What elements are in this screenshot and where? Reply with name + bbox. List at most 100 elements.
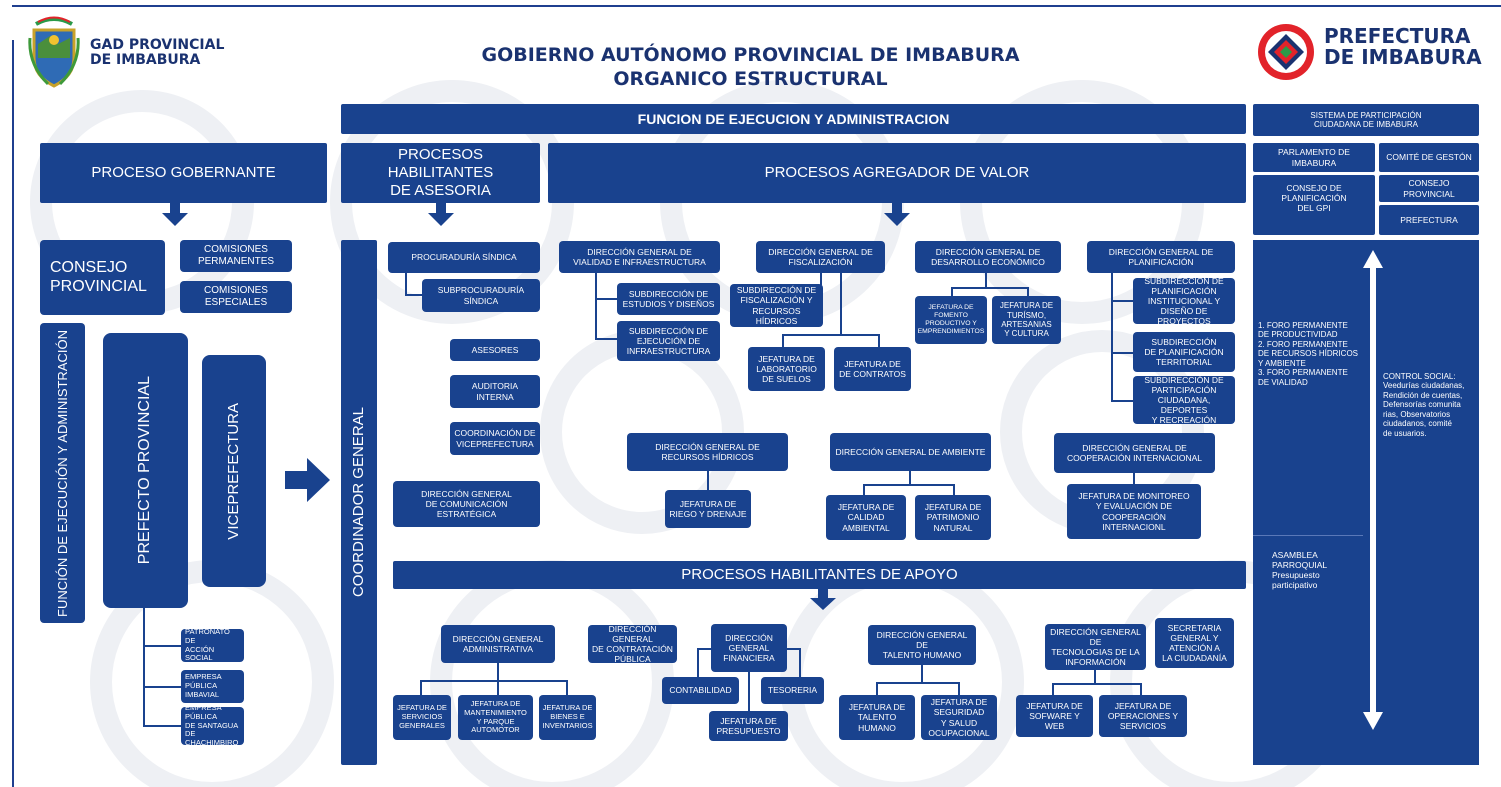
left-logo-text: GAD PROVINCIAL DE IMBABURA: [90, 37, 225, 68]
comisiones-permanentes-box: COMISIONES PERMANENTES: [180, 240, 292, 272]
procesos-asesoria-header: PROCESOS HABILITANTES DE ASESORIA: [341, 143, 540, 203]
funcion-ejecucion-vertical-box: FUNCIÓN DE EJECUCIÓN Y ADMINISTRACIÓN: [40, 323, 85, 623]
connector-line: [878, 334, 880, 348]
consejo-provincial-side-box: CONSEJO PROVINCIAL: [1379, 175, 1479, 202]
connector-line: [1111, 273, 1113, 401]
sub-plan-inst-box: SUBDIRECCIÓN DE PLANIFICACIÓN INSTITUCIO…: [1133, 276, 1235, 326]
connector-line: [1027, 287, 1029, 297]
frame-top-line: [12, 5, 1501, 7]
prefectura-side-box: PREFECTURA: [1379, 205, 1479, 235]
connector-line: [697, 648, 711, 650]
connector-line: [840, 273, 842, 335]
connector-line: [951, 287, 953, 297]
ambiente-box: DIRECCIÓN GENERAL DE AMBIENTE: [830, 433, 991, 471]
connector-line: [782, 334, 880, 336]
connector-line: [953, 484, 955, 496]
connector-line: [420, 680, 568, 682]
comite-gestion-box: COMITÉ DE GESTÓN: [1379, 143, 1479, 172]
consejo-planificacion-box: CONSEJO DE PLANIFICACIÓN DEL GPI: [1253, 175, 1375, 235]
funcion-ejecucion-vertical-label: FUNCIÓN DE EJECUCIÓN Y ADMINISTRACIÓN: [54, 329, 70, 617]
page-title: GOBIERNO AUTÓNOMO PROVINCIAL DE IMBABURA: [481, 44, 1020, 66]
connector-line: [909, 471, 911, 485]
contratacion-box: DIRECCIÓN GENERAL DE CONTRATACIÓN PÚBLIC…: [588, 624, 677, 664]
connector-line: [1111, 300, 1134, 302]
jef-patrimonio-box: JEFATURA DE PATRIMONIO NATURAL: [915, 495, 991, 540]
panel-divider: [1253, 535, 1363, 536]
down-arrow-icon: [162, 203, 188, 226]
sistema-participacion-box: SISTEMA DE PARTICIPACIÓN CIUDADANA DE IM…: [1253, 104, 1479, 136]
jef-operaciones-box: JEFATURA DE OPERACIONES Y SERVICIOS: [1099, 695, 1187, 737]
cooperacion-box: DIRECCIÓN GENERAL DE COOPERACIÓN INTERNA…: [1054, 433, 1215, 473]
administrativa-box: DIRECCIÓN GENERAL ADMINISTRATIVA: [441, 625, 555, 663]
coordinacion-vice-box: COORDINACIÓN DE VICEPREFECTURA: [450, 422, 540, 455]
connector-line: [497, 680, 499, 696]
connector-line: [595, 298, 617, 300]
patronato-box: PATRONATO DE ACCIÓN SOCIAL: [181, 627, 244, 662]
foros-text: 1. FORO PERMANENTE DE PRODUCTIVIDAD 2. F…: [1258, 321, 1359, 387]
down-arrow-icon: [884, 203, 910, 226]
connector-line: [863, 484, 955, 486]
frame-left-line: [12, 40, 14, 787]
prefecto-provincial-box: PREFECTO PROVINCIAL: [103, 333, 188, 608]
prefectura-logo-icon: [1256, 22, 1316, 82]
asesores-box: ASESORES: [450, 339, 540, 361]
connector-line: [951, 287, 1029, 289]
jef-software-box: JEFATURA DE SOFWARE Y WEB: [1016, 695, 1093, 737]
coat-of-arms-logo: [28, 14, 80, 90]
planificacion-box: DIRECCIÓN GENERAL DE PLANIFICACIÓN: [1087, 241, 1235, 273]
down-arrow-icon: [810, 589, 836, 610]
sub-participacion-box: SUBDIRECCIÓN DE PARTICIPACIÓN CIUDADANA,…: [1133, 375, 1235, 425]
desarrollo-box: DIRECCIÓN GENERAL DE DESARROLLO ECONÓMIC…: [915, 241, 1061, 273]
fiscalizacion-box: DIRECCIÓN GENERAL DE FISCALIZACIÓN: [756, 241, 885, 273]
jef-calidad-box: JEFATURA DE CALIDAD AMBIENTAL: [826, 495, 906, 540]
connector-line: [958, 682, 960, 696]
chachimbiro-box: EMPRESA PÚBLICA DE SANTAGUA DE CHACHIMBI…: [181, 703, 244, 747]
procuraduria-box: PROCURADURÍA SÍNDICA: [388, 242, 540, 273]
sub-fiscalizacion-box: SUBDIRECCIÓN DE FISCALIZACIÓN Y RECURSOS…: [730, 284, 823, 327]
connector-line: [566, 680, 568, 696]
financiera-box: DIRECCIÓN GENERAL FINANCIERA: [711, 624, 787, 672]
sub-estudios-box: SUBDIRECCIÓN DE ESTUDIOS Y DISEÑOS: [617, 283, 720, 315]
page-subtitle: ORGANICO ESTRUCTURAL: [613, 68, 888, 90]
connector-line: [748, 672, 750, 712]
connector-line: [405, 273, 407, 295]
right-arrow-icon: [285, 458, 330, 502]
connector-line: [595, 273, 597, 339]
connector-line: [1111, 352, 1134, 354]
connector-line: [143, 725, 181, 727]
jef-fomento-box: JEFATURA DE FOMENTO PRODUCTIVO Y EMPREND…: [915, 296, 987, 344]
connector-line: [697, 648, 699, 678]
connector-line: [799, 648, 801, 678]
coordinador-general-box: COORDINADOR GENERAL: [341, 240, 377, 765]
consejo-provincial-box: CONSEJO PROVINCIAL: [40, 240, 165, 315]
connector-line: [405, 294, 423, 296]
jef-talento-box: JEFATURA DE TALENTO HUMANO: [839, 695, 915, 740]
connector-line: [921, 665, 923, 683]
viceprefectura-label: VICEPREFECTURA: [225, 402, 243, 540]
asamblea-text: ASAMBLEA PARROQUIAL Presupuesto particip…: [1272, 550, 1328, 591]
connector-line: [595, 338, 617, 340]
prefecto-provincial-label: PREFECTO PROVINCIAL: [136, 376, 154, 565]
connector-line: [985, 273, 987, 288]
connector-line: [497, 663, 499, 681]
sub-ejecucion-box: SUBDIRECCIÓN DE EJECUCIÓN DE INFRAESTRUC…: [617, 321, 720, 361]
connector-line: [863, 484, 865, 496]
jef-contratos-box: JEFATURA DE DE CONTRATOS: [834, 347, 911, 391]
jef-bienes-box: JEFATURA DE BIENES E INVENTARIOS: [539, 695, 596, 740]
connector-line: [143, 686, 181, 688]
connector-line: [1133, 473, 1135, 485]
auditoria-box: AUDITORIA INTERNA: [450, 375, 540, 408]
connector-line: [143, 645, 181, 647]
comunicacion-box: DIRECCIÓN GENERAL DE COMUNICACIÓN ESTRAT…: [393, 481, 540, 527]
jef-servicios-box: JEFATURA DE SERVICIOS GENERALES: [393, 695, 451, 740]
viceprefectura-box: VICEPREFECTURA: [202, 355, 266, 587]
contabilidad-box: CONTABILIDAD: [662, 677, 739, 704]
connector-line: [420, 680, 422, 696]
tesoreria-box: TESORERIA: [761, 677, 824, 704]
jef-riego-box: JEFATURA DE RIEGO Y DRENAJE: [665, 490, 751, 528]
jef-seguridad-box: JEFATURA DE SEGURIDAD Y SALUD OCUPACIONA…: [921, 695, 997, 740]
jef-mantenimiento-box: JEFATURA DE MANTENIMIENTO Y PARQUE AUTOM…: [458, 695, 533, 740]
connector-line: [820, 273, 822, 285]
vialidad-box: DIRECCIÓN GENERAL DE VIALIDAD E INFRAEST…: [559, 241, 720, 273]
secretaria-box: SECRETARIA GENERAL Y ATENCIÓN A LA CIUDA…: [1155, 618, 1234, 668]
